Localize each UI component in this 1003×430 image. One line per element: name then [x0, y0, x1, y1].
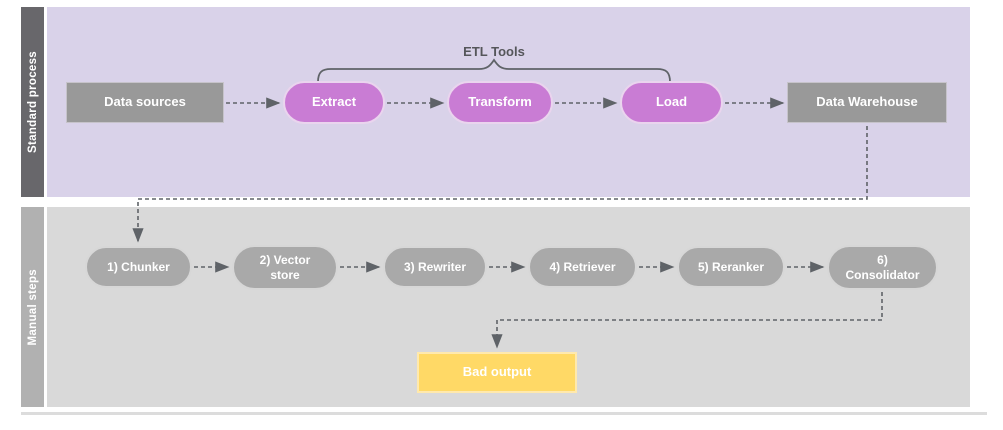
- node-label: 6) Consolidator: [845, 252, 920, 282]
- node-label: 4) Retriever: [549, 259, 616, 274]
- node-load: Load: [620, 81, 723, 124]
- node-data-warehouse: Data Warehouse: [787, 82, 947, 123]
- lane-label-text: Standard process: [26, 51, 39, 153]
- node-label: Data Warehouse: [816, 94, 918, 110]
- node-transform: Transform: [447, 81, 553, 124]
- node-label: Bad output: [462, 364, 532, 380]
- node-label: 5) Reranker: [697, 259, 765, 274]
- node-extract: Extract: [283, 81, 385, 124]
- node-retriever: 4) Retriever: [528, 246, 637, 288]
- node-label: 2) Vector store: [259, 252, 311, 282]
- node-vector-store: 2) Vector store: [232, 245, 338, 290]
- node-reranker: 5) Reranker: [677, 246, 785, 288]
- node-label: 3) Rewriter: [403, 259, 467, 274]
- node-consolidator: 6) Consolidator: [827, 245, 938, 290]
- node-data-sources: Data sources: [66, 82, 224, 123]
- lane-label-text: Manual steps: [26, 268, 39, 346]
- etl-tools-group-label: ETL Tools: [463, 44, 525, 59]
- node-label: Data sources: [104, 94, 186, 110]
- node-label: 1) Chunker: [107, 259, 170, 274]
- node-bad-output: Bad output: [417, 352, 577, 393]
- node-label: Load: [655, 94, 688, 110]
- lane-label-standard-process: Standard process: [21, 7, 44, 197]
- node-chunker: 1) Chunker: [85, 246, 192, 288]
- lane-label-manual-steps: Manual steps: [21, 207, 44, 407]
- node-rewriter: 3) Rewriter: [383, 246, 487, 288]
- node-label: Transform: [468, 94, 532, 110]
- bottom-divider-line: [21, 412, 987, 415]
- node-label: Extract: [311, 94, 357, 110]
